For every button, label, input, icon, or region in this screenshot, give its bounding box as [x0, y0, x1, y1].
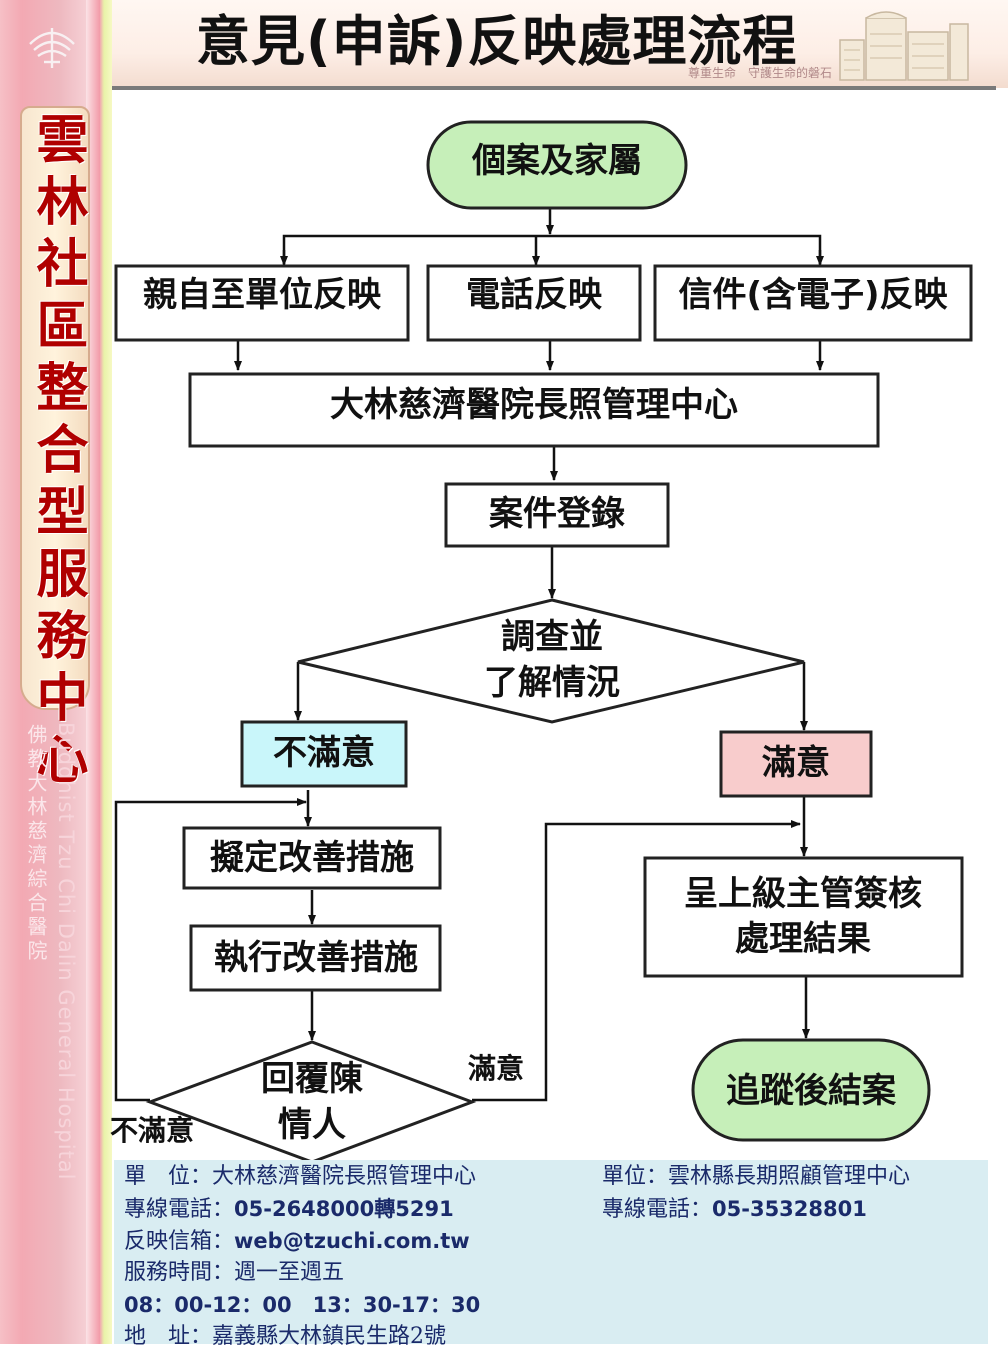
info-left-unit: 單 位：大林慈濟醫院長照管理中心 — [124, 1162, 476, 1192]
info-left-phone-value: 05-2648000轉5291 — [234, 1197, 454, 1221]
header-divider — [112, 86, 996, 90]
edge-reply-satisfied — [472, 820, 801, 1102]
hospital-building-icon — [839, 11, 969, 81]
node-register-label: 案件登錄 — [489, 494, 625, 534]
node-plan: 擬定改善措施 — [182, 826, 442, 890]
info-right-unit-label: 單位： — [602, 1164, 669, 1189]
node-report-label-2: 處理結果 — [735, 919, 871, 959]
info-left-hours-time-value: 08：00-12：00 13：30-17：30 — [124, 1293, 481, 1317]
node-satisfied: 滿意 — [719, 730, 873, 798]
page-title: 意見(申訴)反映處理流程 — [196, 10, 798, 73]
connectors — [114, 208, 824, 1102]
node-execute: 執行改善措施 — [189, 924, 442, 992]
info-left-phone: 專線電話：05-2648000轉5291 — [124, 1194, 454, 1225]
node-channel-phone-label: 電話反映 — [466, 275, 602, 315]
node-channel-in-person-label: 親自至單位反映 — [143, 275, 381, 315]
info-left-phone-label: 專線電話： — [124, 1197, 235, 1222]
node-close-label: 追蹤後結案 — [726, 1071, 897, 1111]
node-channel-phone: 電話反映 — [426, 264, 642, 342]
node-reply: 回覆陳 情人 — [145, 1040, 477, 1164]
node-report: 呈上級主管簽核 處理結果 — [643, 856, 964, 978]
node-center: 大林慈濟醫院長照管理中心 — [188, 372, 880, 448]
info-right-unit-value: 雲林縣長期照顧管理中心 — [668, 1164, 911, 1189]
node-close: 追蹤後結案 — [691, 1038, 931, 1142]
info-left-unit-label: 單 位： — [124, 1164, 213, 1189]
node-unsatisfied-label: 不滿意 — [273, 733, 375, 773]
node-report-label-1: 呈上級主管簽核 — [684, 874, 922, 914]
node-satisfied-label: 滿意 — [762, 743, 830, 783]
info-right-unit: 單位：雲林縣長期照顧管理中心 — [602, 1162, 910, 1192]
info-left-hours: 服務時間：週一至週五 — [124, 1258, 344, 1288]
node-center-label: 大林慈濟醫院長照管理中心 — [330, 385, 738, 425]
node-register: 案件登錄 — [444, 482, 670, 548]
info-left-mail-value[interactable]: web@tzuchi.com.tw — [234, 1229, 470, 1253]
header-slogan: 尊重生命 守護生命的磐石 — [688, 66, 833, 80]
info-left-hours-time: 08：00-12：00 13：30-17：30 — [124, 1290, 480, 1321]
sidebar-english-name: Buddhist Tzu Chi Dalin General Hospital — [54, 722, 78, 1181]
info-left-hours-label: 服務時間： — [124, 1260, 235, 1285]
node-start: 個案及家屬 — [426, 120, 688, 210]
sidebar-subtitle: 佛教大林慈濟綜合醫院 — [24, 724, 48, 964]
node-start-label: 個案及家屬 — [471, 141, 642, 181]
info-left-address-label: 地 址： — [124, 1324, 213, 1349]
edge-label-unsatisfied: 不滿意 — [110, 1114, 194, 1147]
info-left-mail-label: 反映信箱： — [124, 1229, 235, 1254]
node-channel-mail: 信件(含電子)反映 — [653, 264, 973, 342]
edge-label-satisfied: 滿意 — [468, 1052, 524, 1085]
tzuchi-logo-icon — [29, 28, 75, 68]
info-right-phone-value: 05-35328801 — [712, 1197, 867, 1221]
node-reply-label-1: 回覆陳 — [261, 1059, 363, 1099]
info-left-unit-value: 大林慈濟醫院長照管理中心 — [212, 1164, 477, 1189]
contact-info-panel: 單 位：大林慈濟醫院長照管理中心 專線電話：05-2648000轉5291 反映… — [114, 1160, 988, 1349]
node-channel-in-person: 親自至單位反映 — [114, 264, 410, 342]
edge-split-bar — [282, 234, 822, 264]
node-investigate-label-1: 調查並 — [501, 617, 603, 657]
node-investigate-label-2: 了解情況 — [484, 663, 620, 703]
node-execute-label: 執行改善措施 — [214, 938, 418, 978]
info-left-mail: 反映信箱：web@tzuchi.com.tw — [124, 1226, 470, 1257]
info-left-address-value: 嘉義縣大林鎮民生路2號 — [212, 1324, 447, 1349]
node-channel-mail-label: 信件(含電子)反映 — [678, 275, 947, 315]
node-reply-label-2: 情人 — [278, 1105, 346, 1145]
sidebar-title: 雲林社區整合型服務中心 — [27, 112, 88, 794]
node-unsatisfied: 不滿意 — [240, 720, 408, 788]
node-investigate: 調查並 了解情況 — [297, 598, 805, 724]
info-left-address: 地 址：嘉義縣大林鎮民生路2號 — [124, 1322, 446, 1352]
node-plan-label: 擬定改善措施 — [210, 838, 414, 878]
sidebar-title-panel — [20, 106, 90, 710]
info-left-hours-value: 週一至週五 — [234, 1260, 345, 1285]
info-right-phone: 專線電話：05-35328801 — [602, 1194, 867, 1225]
edge-reply-unsatisfied-loop — [114, 798, 307, 1102]
info-right-phone-label: 專線電話： — [602, 1197, 713, 1222]
